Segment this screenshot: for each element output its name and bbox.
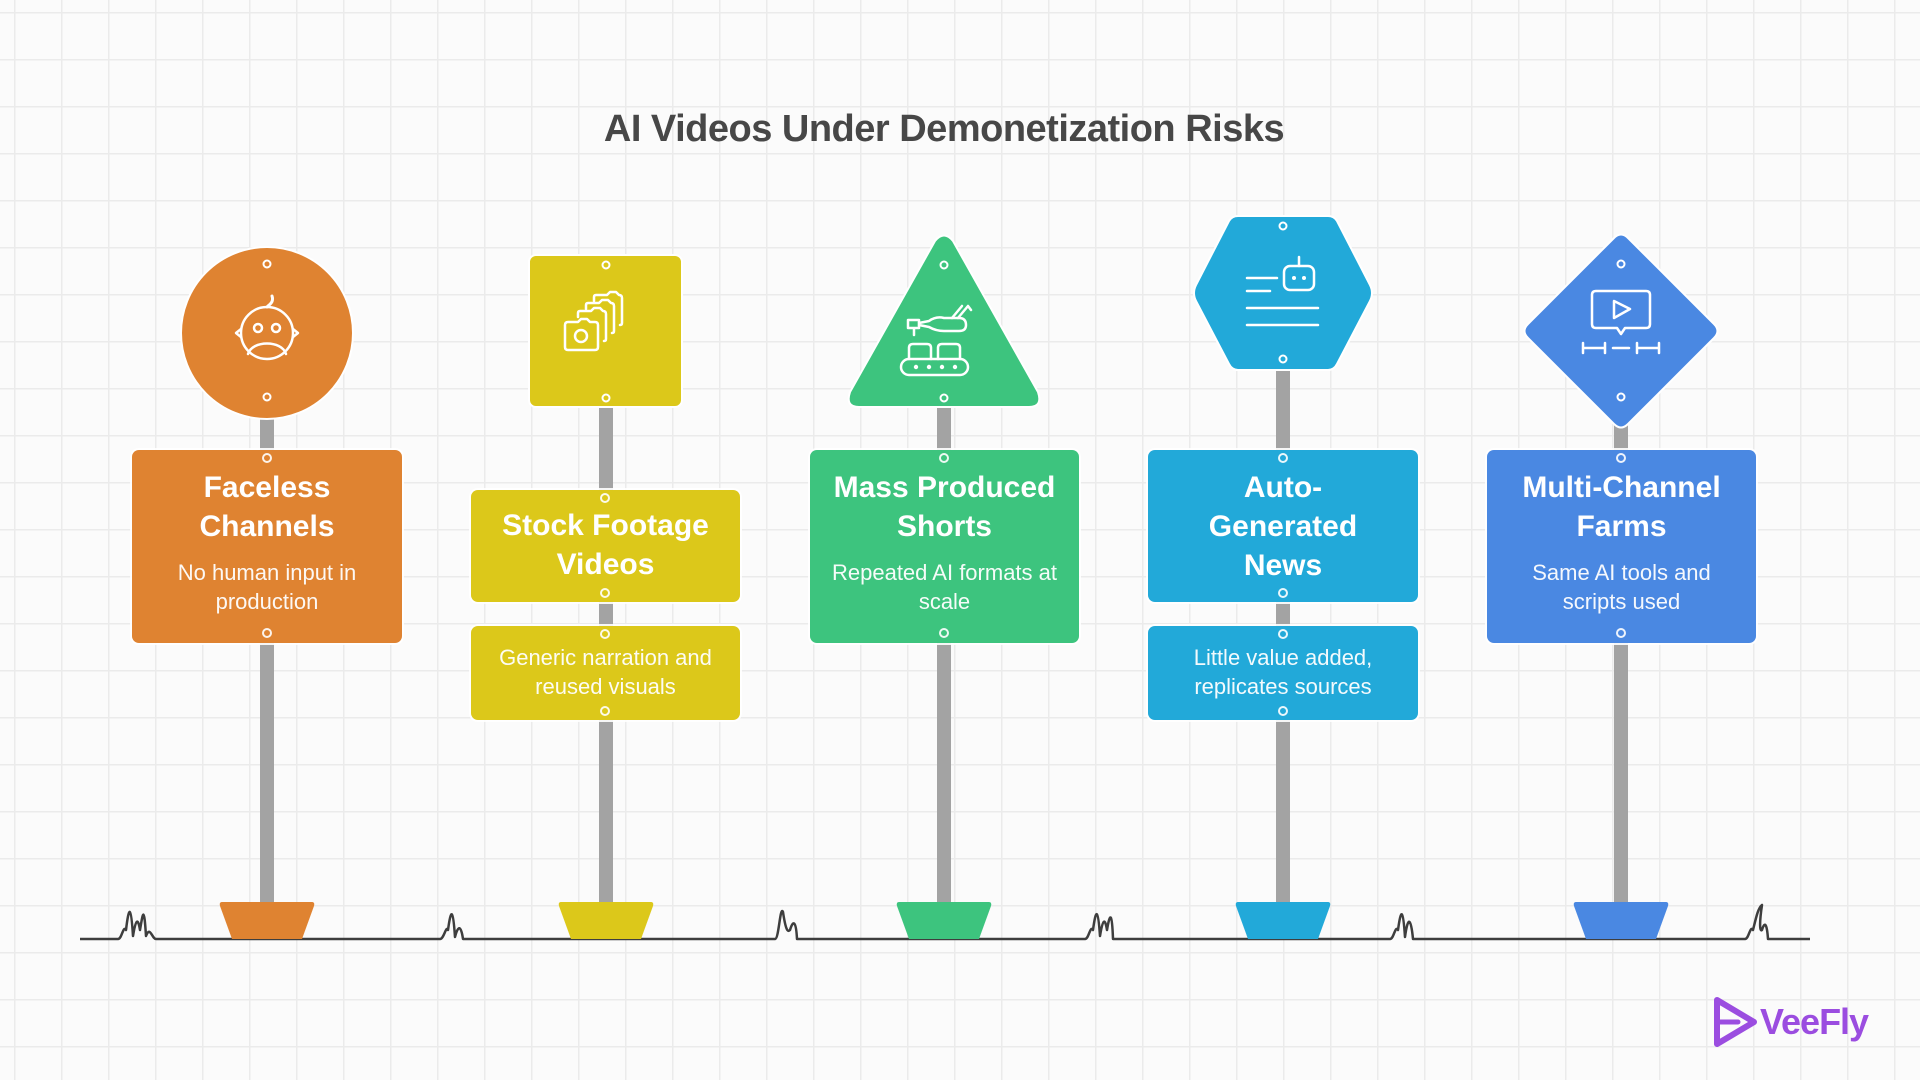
sign-base — [1235, 902, 1331, 939]
diamond-sign — [1523, 233, 1719, 429]
stacked-photos-icon — [563, 290, 624, 352]
mount-hole — [1616, 628, 1626, 638]
mount-hole — [1278, 706, 1288, 716]
sign-title: Mass Produced Shorts — [833, 471, 1056, 543]
mount-hole — [262, 628, 272, 638]
triangle-sign — [847, 234, 1041, 408]
sign-title: Auto-Generated News — [1208, 471, 1358, 582]
video-play-timeline-icon — [1581, 289, 1661, 355]
sign-base — [219, 902, 315, 939]
sign-title: Multi-Channel Farms — [1522, 471, 1721, 543]
mount-hole — [600, 706, 610, 716]
sign-label-box: Stock Footage Videos — [471, 490, 740, 602]
mount-hole — [939, 453, 949, 463]
mount-hole — [1278, 629, 1288, 639]
sign-label-box: Multi-Channel Farms Same AI tools and sc… — [1487, 450, 1756, 643]
mount-hole — [1278, 453, 1288, 463]
sign-title: Stock Footage Videos — [502, 509, 709, 581]
sign-label-box: Faceless Channels No human input in prod… — [132, 450, 402, 643]
mount-hole — [939, 628, 949, 638]
veefly-play-icon — [1714, 997, 1757, 1047]
mount-hole — [262, 453, 272, 463]
brand-logo: VeeFly — [1712, 996, 1869, 1048]
sign-label-box: Auto-Generated News — [1148, 450, 1418, 602]
news-bot-icon — [1245, 255, 1320, 327]
sign-description: Same AI tools and scripts used — [1532, 560, 1711, 614]
hexagon-sign — [1193, 215, 1373, 371]
sign-base — [896, 902, 992, 939]
diagram-title: AI Videos Under Demonetization Risks — [603, 108, 1285, 150]
sign-description: Little value added, replicates sources — [1193, 645, 1373, 699]
sign-label-box: Mass Produced Shorts Repeated AI formats… — [810, 450, 1079, 643]
sign-base — [558, 902, 654, 939]
sign-description-box: Generic narration and reused visuals — [471, 626, 740, 720]
mount-hole — [600, 493, 610, 503]
brand-name: VeeFly — [1760, 1001, 1869, 1042]
square-sign — [528, 254, 683, 408]
sign-description: No human input in production — [177, 560, 357, 614]
sign-base — [1573, 902, 1669, 939]
sign-description-box: Little value added, replicates sources — [1148, 626, 1418, 720]
sign-description: Repeated AI formats at scale — [831, 560, 1058, 614]
mount-hole — [1278, 588, 1288, 598]
mount-hole — [1616, 453, 1626, 463]
sign-description: Generic narration and reused visuals — [499, 645, 712, 699]
robot-arm-conveyor-icon — [899, 304, 973, 377]
robot-face-icon — [234, 294, 300, 361]
circle-sign — [180, 246, 354, 420]
mount-hole — [600, 629, 610, 639]
mount-hole — [600, 588, 610, 598]
sign-title: Faceless Channels — [199, 471, 335, 543]
